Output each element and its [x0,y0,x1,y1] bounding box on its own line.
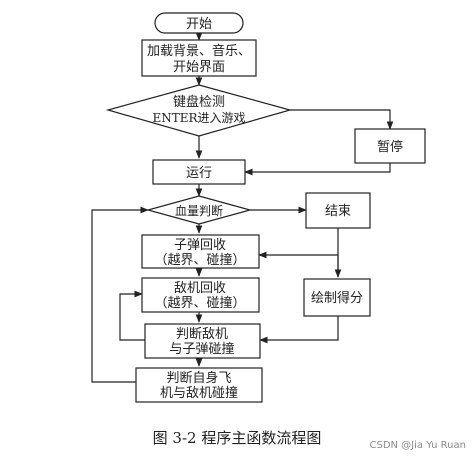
edge-score-enemyhit [259,316,339,344]
pause-label: 暂停 [377,139,403,155]
bullet-label-line1: 子弹回收 [174,238,226,253]
enemy-recycle-node [141,277,260,313]
health-decision [145,195,253,225]
edge-keyboard-pause [290,109,394,130]
end-node [305,192,371,229]
keyboard-label-line1: 键盘检测 [173,94,225,110]
edge-score-bullet [258,251,339,277]
load-node [141,39,257,77]
edge-selfhit-health [91,206,149,383]
enemy-label-line1: 敌机回收 [174,281,226,296]
enemy-hit-label-line1: 判断敌机 [176,327,228,342]
enemy-hit-node [144,323,261,359]
self-hit-label-line1: 判断自身飞 [166,370,231,386]
start-label: 开始 [186,17,212,32]
score-label: 绘制得分 [311,290,363,306]
run-node [152,159,246,185]
load-label-line1: 加载背景、音乐、 [147,43,251,59]
figure-caption: 图 3-2 程序主函数流程图 [152,429,322,447]
bullet-recycle-node [141,234,260,269]
load-label-line2: 开始界面 [173,60,225,75]
score-node [303,278,371,317]
watermark: CSDN @Jia Yu Ruan [369,440,466,451]
enemy-label-line2: （越界、碰撞） [154,296,245,311]
bullet-label-line2: （越界、碰撞） [154,253,245,268]
health-label: 血量判断 [175,203,223,218]
run-label: 运行 [186,166,212,181]
keyboard-label-line2: ENTER进入游戏 [152,111,245,125]
keyboard-decision [105,84,293,137]
enemy-hit-label-line2: 与子弹碰撞 [169,342,234,357]
pause-node [354,128,426,164]
edge-pause-run [244,163,391,176]
self-hit-node [135,367,263,403]
end-label: 结束 [325,204,351,219]
start-node [154,12,244,34]
self-hit-label-line2: 机与敌机碰撞 [160,386,238,401]
edge-enemyhit-enemy [119,290,145,341]
